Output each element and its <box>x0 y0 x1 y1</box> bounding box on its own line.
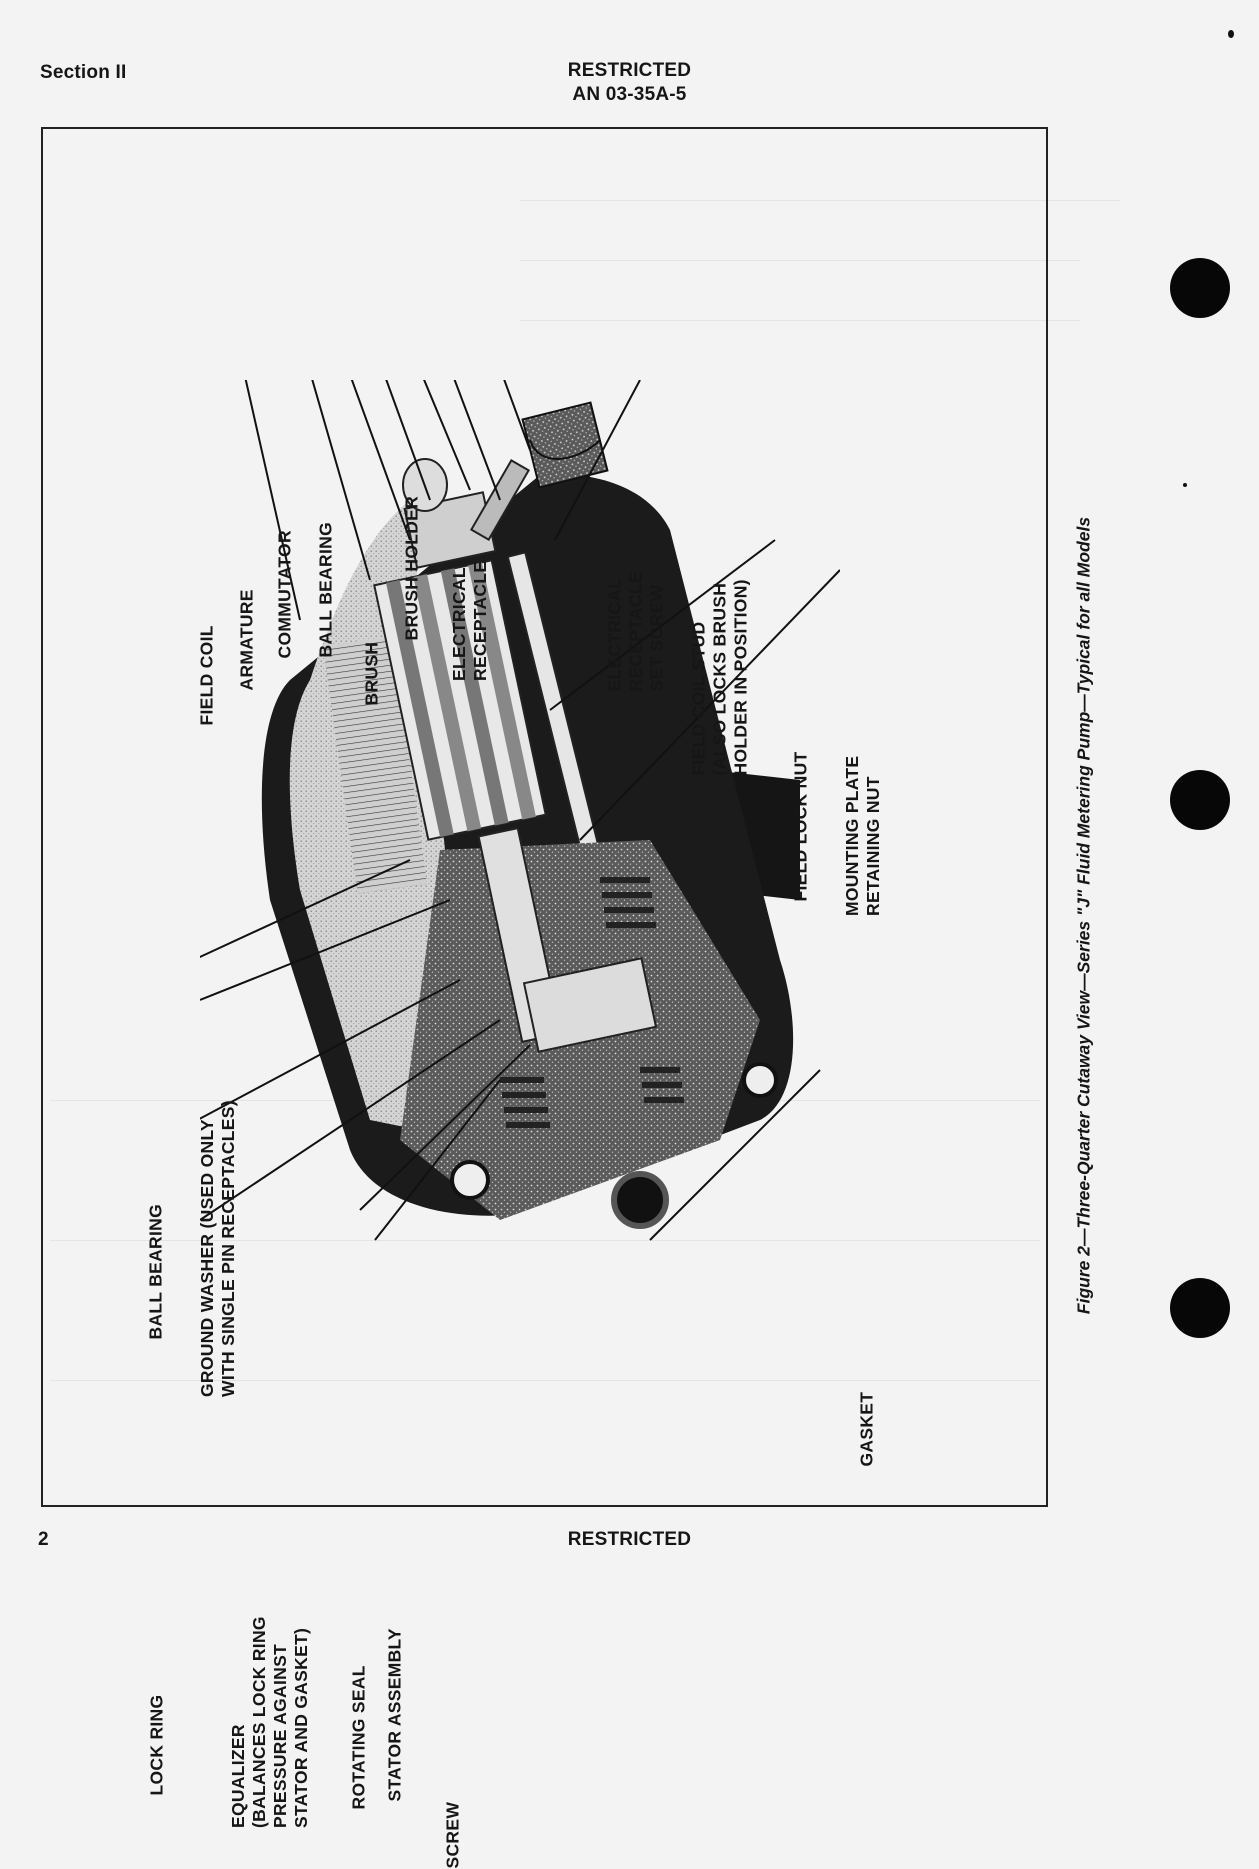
leader-lines <box>200 380 840 1241</box>
callout-ball-bearing-bottom: BALL BEARING <box>145 1204 166 1340</box>
callout-mounting-plate-nut: MOUNTING PLATE RETAINING NUT <box>842 755 883 916</box>
callout-electrical-receptacle: ELECTRICAL RECEPTACLE <box>449 560 490 681</box>
section-label: Section II <box>40 62 127 83</box>
callout-receptacle-set-screw: ELECTRICAL RECEPTACLE SET SCREW <box>604 571 667 692</box>
classification-top: RESTRICTED <box>567 60 692 81</box>
callout-ground-washer: GROUND WASHER (USED ONLY WITH SINGLE PIN… <box>197 1100 238 1397</box>
speck <box>1228 30 1234 38</box>
figure-frame <box>41 127 1048 1507</box>
document-number: AN 03-35A-5 <box>572 84 687 105</box>
speck <box>1183 483 1187 487</box>
stator-assembly <box>522 957 658 1053</box>
port <box>611 1171 669 1229</box>
callout-brush: BRUSH <box>361 641 382 706</box>
figure-caption: Figure 2—Three-Quarter Cutaway View—Seri… <box>1073 516 1094 1315</box>
callout-armature: ARMATURE <box>236 589 257 691</box>
callout-rotating-seal: ROTATING SEAL <box>348 1665 369 1810</box>
springs <box>500 877 684 1128</box>
electrical-receptacle <box>521 401 609 489</box>
callout-stator-assembly: STATOR ASSEMBLY <box>384 1628 405 1802</box>
classification-bottom: RESTRICTED <box>567 1529 692 1550</box>
binder-hole <box>1170 1278 1230 1338</box>
callout-brush-holder: BRUSH HOLDER <box>401 495 422 641</box>
callout-commutator: COMMUTATOR <box>274 530 295 659</box>
callout-field-lock-nut: FIELD LOCK NUT <box>790 751 811 902</box>
callout-ball-bearing-top: BALL BEARING <box>315 522 336 658</box>
port <box>742 1062 778 1098</box>
page-number: 2 <box>38 1529 49 1550</box>
binder-hole <box>1170 258 1230 318</box>
callout-gasket: GASKET <box>856 1391 877 1467</box>
pump-cutaway-illustration <box>200 380 840 1241</box>
port <box>450 1160 490 1200</box>
callout-field-coil-stud: FIELD COIL STUD (ALSO LOCKS BRUSH HOLDER… <box>688 579 751 776</box>
binder-hole <box>1170 770 1230 830</box>
callout-screw: SCREW <box>442 1801 463 1869</box>
callout-field-coil: FIELD COIL <box>196 625 217 726</box>
armature <box>373 559 547 841</box>
callout-equalizer: EQUALIZER (BALANCES LOCK RING PRESSURE A… <box>228 1616 311 1828</box>
callout-lock-ring: LOCK RING <box>146 1694 167 1796</box>
